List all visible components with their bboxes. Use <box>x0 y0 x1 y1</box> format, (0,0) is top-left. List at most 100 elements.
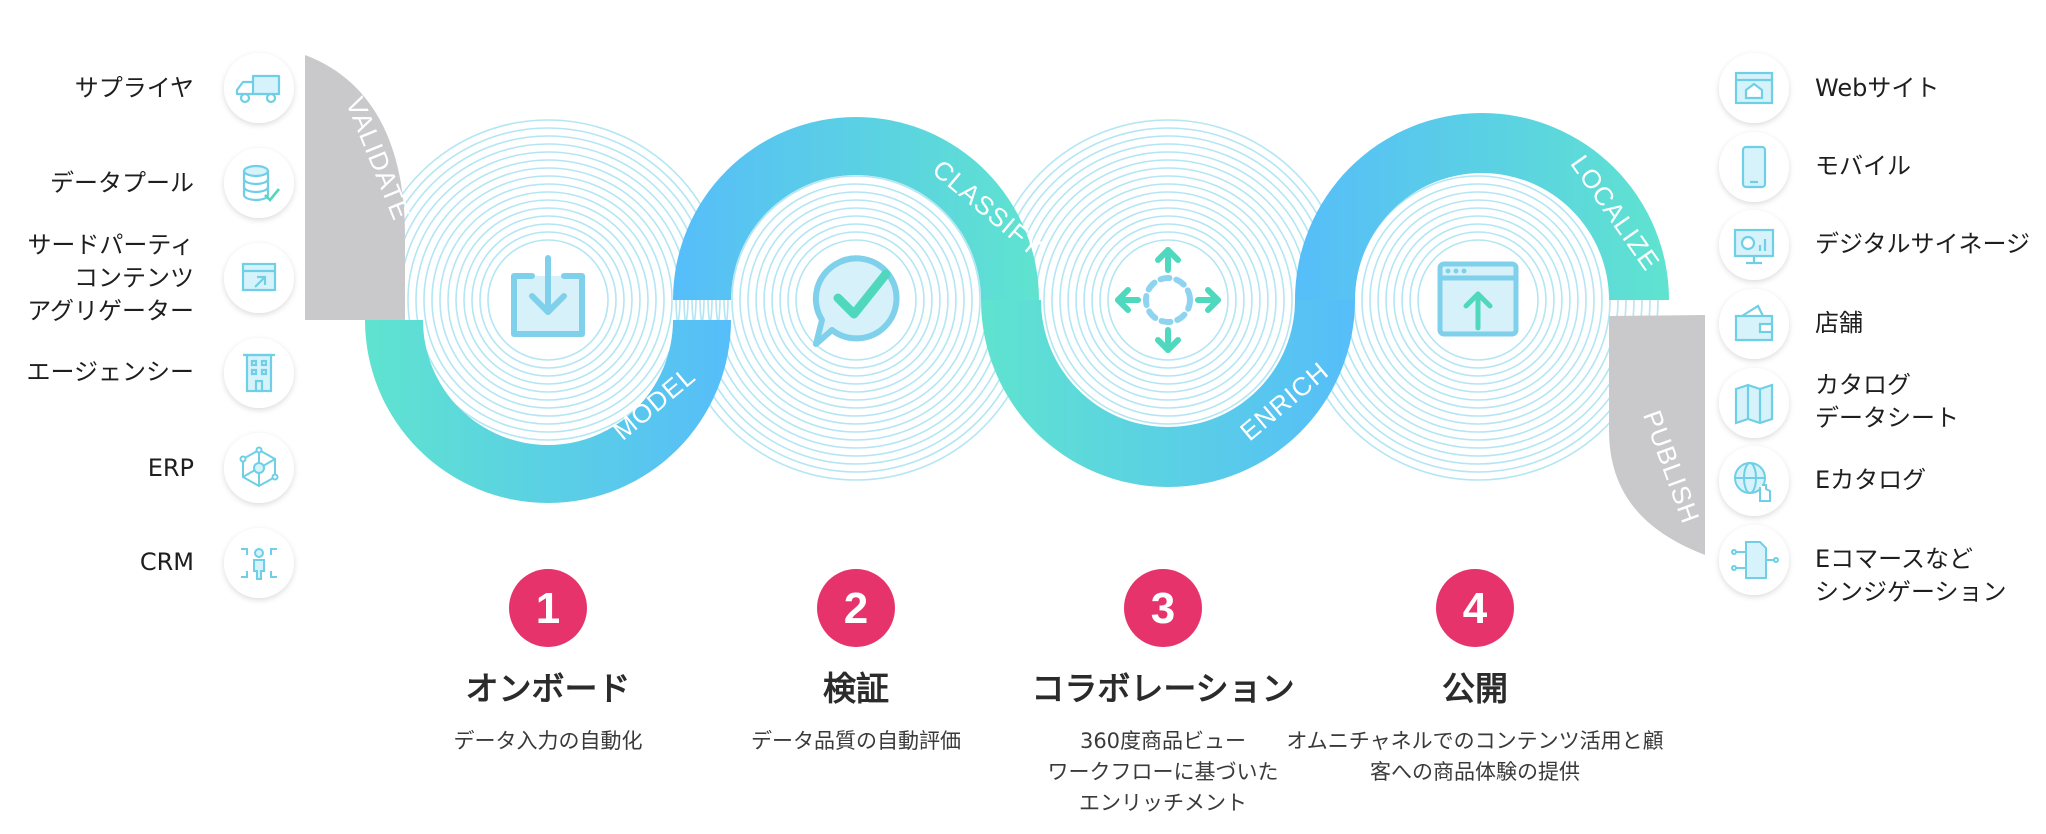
ring-stage-2 <box>739 183 973 417</box>
output-label-website: Webサイト <box>1815 74 1940 102</box>
ring-stage-1 <box>463 215 633 385</box>
ring-stage-4 <box>1401 223 1555 377</box>
output-label-catalog-datasheet: カタログ データシート <box>1815 371 1959 432</box>
network-hub-icon <box>239 446 279 488</box>
ring-stage-1 <box>439 191 657 409</box>
stage-desc-collaboration: 360度商品ビュー ワークフローに基づいた エンリッチメント <box>1047 729 1279 815</box>
ring-stage-1 <box>455 207 641 393</box>
stage-desc-validate: データ品質の自動評価 <box>751 729 961 753</box>
stage-desc-onboard: データ入力の自動化 <box>453 729 643 753</box>
ring-stage-4 <box>1377 199 1579 401</box>
ring-stage-3 <box>1051 183 1285 417</box>
ring-stage-2 <box>763 207 949 393</box>
ring-stage-3 <box>1075 207 1261 393</box>
input-label-data-pool: データプール <box>50 169 194 197</box>
output-label-ecommerce-syndication: Eコマースなど シンジゲーション <box>1815 545 2007 606</box>
truck-icon <box>235 74 281 104</box>
node-digital-signage <box>1719 210 1789 280</box>
stage-number-3: 3 <box>1151 584 1175 633</box>
stage-number-4: 4 <box>1463 584 1488 633</box>
smartphone-icon <box>1741 145 1767 189</box>
node-catalog-datasheet <box>1719 368 1789 438</box>
ring-stage-2 <box>771 215 941 385</box>
web-home-icon <box>1734 71 1774 105</box>
input-label-agency: エージェンシー <box>26 358 194 386</box>
ring-stage-3 <box>1099 231 1237 369</box>
input-label-erp: ERP <box>147 454 194 482</box>
wave-localize-segment <box>1295 113 1669 300</box>
ring-stage-3 <box>1091 223 1245 377</box>
stage-number-1: 1 <box>536 584 560 633</box>
icon-nodes-layer: 1 2 3 4 <box>224 53 1789 647</box>
ring-stage-2 <box>779 223 933 377</box>
input-label-crm: CRM <box>139 548 194 576</box>
wave-enrich-segment <box>981 300 1355 487</box>
output-label-digital-signage: デジタルサイネージ <box>1815 230 2031 258</box>
stage-title-onboard: オンボード <box>465 669 631 708</box>
expand-arrows-icon <box>1115 247 1221 353</box>
stage-badge-1: 1 <box>509 569 587 647</box>
ring-stage-3 <box>1059 191 1277 409</box>
ring-stage-3 <box>1107 239 1229 361</box>
folded-map-icon <box>1734 383 1774 425</box>
ring-stage-4 <box>1417 239 1539 361</box>
globe-hand-icon <box>1734 462 1771 502</box>
ring-stage-2 <box>731 175 981 425</box>
ring-stage-4 <box>1409 231 1547 369</box>
node-erp <box>224 433 294 503</box>
output-label-ecatalog: Eカタログ <box>1815 466 1927 494</box>
stage-title-publish: 公開 <box>1442 669 1508 708</box>
node-ecatalog <box>1719 446 1789 516</box>
input-label-supplier: サプライヤ <box>74 74 194 102</box>
browser-upload-icon <box>1437 261 1519 337</box>
ring-stage-1 <box>423 175 673 425</box>
node-website <box>1719 53 1789 123</box>
wave-publish-segment <box>1609 315 1705 555</box>
ring-stage-1 <box>487 239 609 361</box>
ring-stage-1 <box>431 183 665 417</box>
node-mobile <box>1719 132 1789 202</box>
stage-badge-2: 2 <box>817 569 895 647</box>
node-supplier <box>224 53 294 123</box>
ring-stage-3 <box>1083 215 1253 385</box>
input-label-content-aggregator: サードパーティ コンテンツ アグリゲーター <box>27 231 194 325</box>
wave-model-segment <box>365 320 731 503</box>
ring-stage-2 <box>747 191 965 409</box>
monitor-chart-icon <box>1733 228 1775 265</box>
ring-stage-1 <box>447 199 649 401</box>
ring-stage-4 <box>1385 207 1571 393</box>
database-check-icon <box>242 164 281 202</box>
node-content-aggregator <box>224 243 294 313</box>
browser-cursor-icon <box>241 262 277 292</box>
stage-badge-3: 3 <box>1124 569 1202 647</box>
ring-stage-2 <box>795 239 917 361</box>
building-icon <box>243 353 275 393</box>
wave-validate-segment <box>305 55 405 320</box>
ring-stage-3 <box>1043 175 1293 425</box>
ring-stage-1 <box>479 231 617 369</box>
stage-title-collaboration: コラボレーション <box>1031 669 1295 708</box>
stage-title-validate: 検証 <box>823 669 889 708</box>
person-arrows-icon <box>241 548 277 580</box>
ring-stage-1 <box>471 223 625 377</box>
ring-stage-2 <box>755 199 957 401</box>
stage-number-2: 2 <box>844 584 868 633</box>
wallet-store-icon <box>1734 304 1774 342</box>
ring-stage-4 <box>1369 191 1587 409</box>
document-circuit-icon <box>1731 541 1779 579</box>
ring-stage-4 <box>1393 215 1563 385</box>
node-store <box>1719 289 1789 359</box>
ring-stage-2 <box>787 231 925 369</box>
chat-check-icon <box>812 255 900 347</box>
stage-desc-publish: オムニチャネルでのコンテンツ活用と顧 客への商品体験の提供 <box>1286 729 1664 784</box>
stage-badge-4: 4 <box>1436 569 1514 647</box>
node-crm <box>224 528 294 598</box>
node-ecommerce-syndication <box>1719 525 1789 595</box>
wave-classify-segment <box>673 117 1039 300</box>
ring-stage-4 <box>1361 183 1595 417</box>
ring-stage-3 <box>1067 199 1269 401</box>
output-label-mobile: モバイル <box>1815 152 1911 180</box>
node-data-pool <box>224 148 294 218</box>
node-agency <box>224 338 294 408</box>
